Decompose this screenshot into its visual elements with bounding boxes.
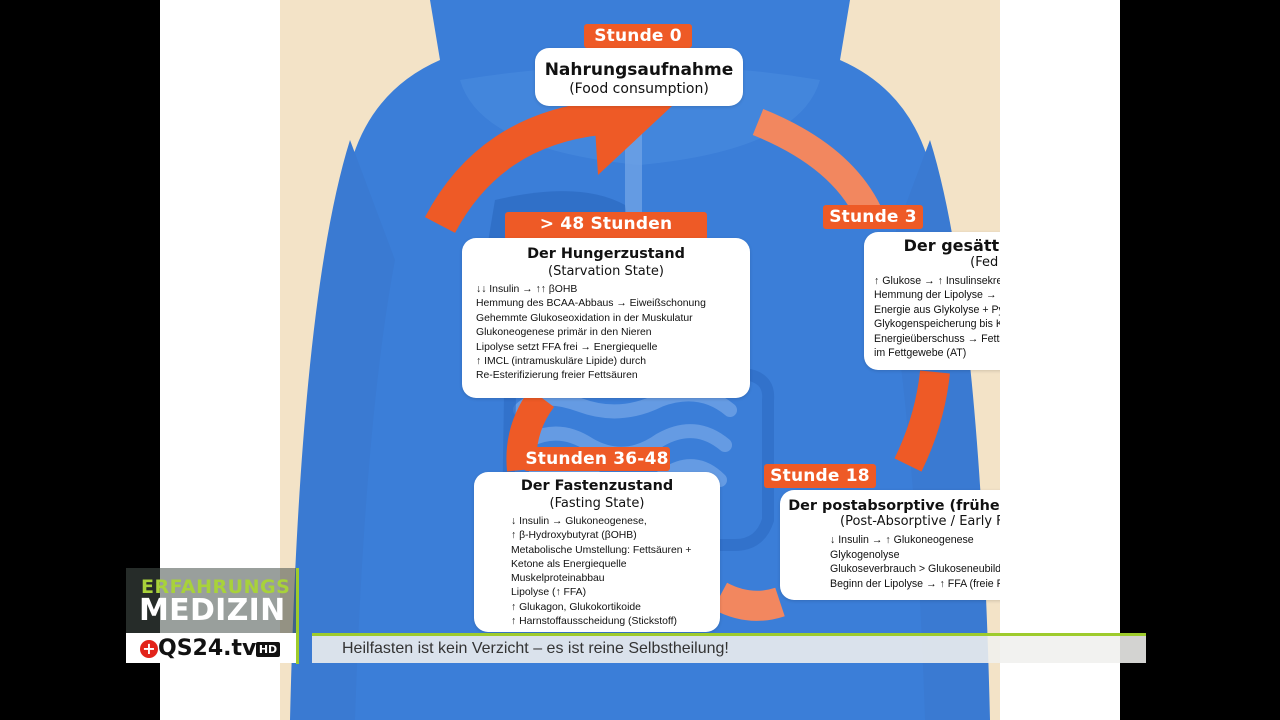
fact-line: im Fettgewebe (AT) [874, 347, 967, 360]
badge-stunden-36-48: Stunden 36-48 [524, 447, 670, 471]
fact-line: Glykogenspeicherung bis Kapazität erreic… [874, 318, 1000, 331]
badge-stunde-3: Stunde 3 [823, 205, 923, 229]
card-title: Nahrungsaufnahme [544, 60, 734, 80]
card-facts: ↑ Glukose → ↑ Insulinsekretion Hemmung d… [864, 274, 1000, 360]
fact-line: Lipolyse setzt FFA frei → Energiequelle [476, 341, 658, 353]
badge-stunde-0: Stunde 0 [584, 24, 692, 48]
card-title: Der gesättigteZustand [903, 236, 1000, 255]
fact-line: ↓ Insulin → Glukoneogenese, [511, 516, 647, 527]
arrow-postabs-to-fasting [712, 582, 785, 621]
card-facts: ↓ Insulin → ↑ Glukoneogenese Glykogenoly… [780, 533, 1000, 591]
left-arm [290, 140, 395, 720]
fact-line: Glukoneogenese primär in den Nieren [476, 327, 652, 339]
red-cross-icon: + [140, 640, 158, 658]
card-fed-state: Der gesättigteZustand (Fed State) ↑ Gluk… [864, 232, 1000, 370]
fasting-cycle-poster: Stunde 0 Nahrungsaufnahme (Food consumpt… [280, 0, 1000, 720]
card-subtitle: (Post-Absorptive / Early Fasting State) [840, 514, 1000, 529]
card-subtitle: (Food consumption) [569, 81, 709, 97]
fact-line: ↓↓ Insulin → ↑↑ βOHB [476, 284, 578, 295]
fact-line: ↓ Insulin → ↑ Glukoneogenese [830, 534, 974, 546]
arrow-fed-to-postabs [894, 370, 950, 472]
card-subtitle: (Fasting State) [549, 496, 645, 511]
card-post-absorptive-state: Der postabsorptive (frühe Fasten-)Zustan… [780, 490, 1000, 600]
fact-line: Gehemmte Glukoseoxidation in der Muskula… [476, 312, 693, 324]
fact-line: ↑ IMCL (intramuskuläre Lipide) durch [476, 356, 646, 368]
fact-line: Glukoseverbrauch > Glukoseneubildung [830, 563, 1000, 576]
fact-line: Hemmung des BCAA-Abbaus → Eiweißschonung [476, 298, 706, 310]
card-subtitle: (Starvation State) [548, 264, 664, 279]
card-title: Der Fastenzustand [520, 478, 674, 494]
fact-line: Lipolyse (↑ FFA) [511, 587, 587, 599]
card-starvation-state: Der Hungerzustand (Starvation State) ↓↓ … [462, 238, 750, 398]
fact-line: Muskelproteinabbau [511, 573, 605, 585]
arrow-food-to-fed [752, 109, 881, 219]
fact-line: Beginn der Lipolyse → ↑ FFA (freie Fetts… [830, 577, 1000, 590]
video-frame: Stunde 0 Nahrungsaufnahme (Food consumpt… [160, 0, 1120, 720]
badge-stunde-18: Stunde 18 [764, 464, 876, 488]
fact-line: ↑ β-Hydroxybutyrat (βOHB) [511, 530, 637, 542]
card-subtitle: (Fed State) [970, 255, 1000, 270]
fact-line: ↑ Glukose → ↑ Insulinsekretion [874, 275, 1000, 287]
fact-line: ↑ Harnstoffausscheidung (Stickstoff) [511, 616, 677, 628]
arrow-fasting-to-hunger [506, 389, 555, 472]
card-fasting-state: Der Fastenzustand (Fasting State) ↓ Insu… [474, 472, 720, 632]
fact-line: Glykogenolyse [830, 548, 900, 561]
fact-line: Hemmung der Lipolyse → ↓ Freie Fettsäure… [874, 289, 1000, 302]
card-facts: ↓ Insulin → Glukoneogenese, ↑ β-Hydroxyb… [474, 515, 720, 629]
fact-line: Energie aus Glykolyse + Pyruvatoxidation [874, 303, 1000, 316]
card-food-consumption: Nahrungsaufnahme (Food consumption) [535, 48, 743, 106]
fact-line: ↑ Glukagon, Glukokortikoide [511, 601, 641, 613]
card-title: Der postabsorptive (frühe Fasten-)Zustan… [788, 498, 1000, 514]
card-title: Der Hungerzustand [527, 246, 685, 262]
fact-line: Energieüberschuss → Fettsäuren → Speiche… [874, 332, 1000, 345]
card-facts: ↓↓ Insulin → ↑↑ βOHB Hemmung des BCAA-Ab… [462, 283, 750, 384]
fact-line: Metabolische Umstellung: Fettsäuren + [511, 544, 692, 556]
fact-line: Ketone als Energiequelle [511, 558, 627, 570]
fact-line: Re-Esterifizierung freier Fettsäuren [476, 370, 638, 382]
arrow-hunger-to-food [424, 101, 603, 234]
